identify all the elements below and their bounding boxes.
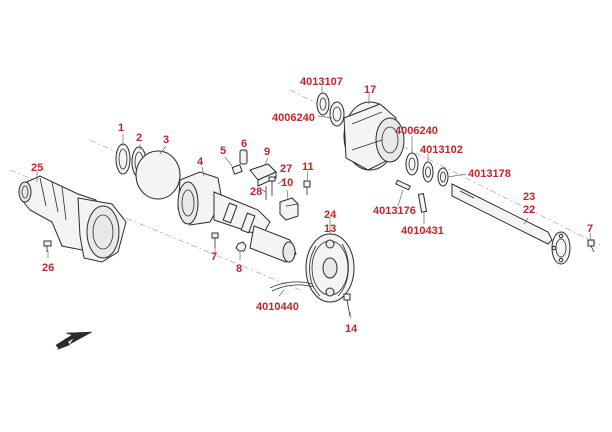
stud-4010431	[417, 193, 428, 213]
bolt-7-right	[587, 239, 595, 253]
o-ring-4013178	[437, 167, 449, 187]
callout-4013102: 4013102	[420, 144, 463, 156]
gasket-3	[135, 150, 181, 200]
callout-6: 6	[241, 138, 247, 150]
callout-22: 22	[523, 204, 535, 216]
axle-shaft	[451, 183, 571, 265]
bearing-4006240-inner	[405, 152, 419, 176]
seal-ring-1	[115, 143, 131, 175]
callout-4: 4	[197, 156, 204, 168]
callout-25: 25	[31, 162, 43, 174]
breather-fitting-5	[231, 164, 243, 175]
callout-4006240-outer: 4006240	[272, 112, 315, 124]
front-direction-arrow-icon	[55, 331, 93, 350]
seal-4013102	[422, 161, 434, 183]
callout-4013178: 4013178	[468, 168, 511, 180]
nut-8	[235, 241, 247, 252]
callout-28: 28	[250, 186, 262, 198]
stud-4013176	[395, 179, 411, 191]
callout-5: 5	[220, 145, 226, 157]
callout-23: 23	[523, 191, 535, 203]
callout-26: 26	[42, 262, 54, 274]
brake-backing-plate	[305, 233, 355, 303]
bearing-4006240-outer	[329, 101, 345, 127]
callout-10: 10	[281, 177, 293, 189]
callout-8: 8	[236, 263, 242, 275]
callout-7-left: 7	[211, 251, 217, 263]
leader-lines	[36, 86, 592, 319]
callout-27: 27	[280, 163, 292, 175]
axle-housing-tube	[177, 171, 297, 263]
callout-4010431: 4010431	[401, 225, 444, 237]
bolt-11	[303, 180, 311, 195]
callout-14: 14	[345, 323, 358, 335]
block-10	[279, 197, 299, 221]
bolt-14	[343, 293, 351, 317]
bracket-9	[249, 163, 277, 187]
callout-4006240-inner: 4006240	[395, 125, 438, 137]
callout-4013176: 4013176	[373, 205, 416, 217]
bolt-7-left	[211, 232, 219, 248]
callout-17: 17	[364, 84, 376, 96]
plug-6	[239, 149, 248, 165]
callout-9: 9	[264, 146, 270, 158]
differential-housing	[18, 175, 127, 263]
callout-24: 24	[324, 209, 337, 221]
callout-4010440: 4010440	[256, 301, 299, 313]
oil-seal-4013107	[316, 92, 330, 116]
drain-bolt	[43, 240, 52, 252]
callout-4013107: 4013107	[300, 76, 343, 88]
brake-cable	[269, 281, 315, 292]
brake-drum	[343, 101, 405, 171]
screw-27	[268, 176, 276, 196]
callout-13: 13	[324, 223, 336, 235]
callout-1: 1	[118, 122, 124, 134]
callout-7-right: 7	[587, 223, 593, 235]
callout-11: 11	[302, 161, 314, 173]
callout-2: 2	[136, 132, 142, 144]
callout-3: 3	[163, 134, 169, 146]
